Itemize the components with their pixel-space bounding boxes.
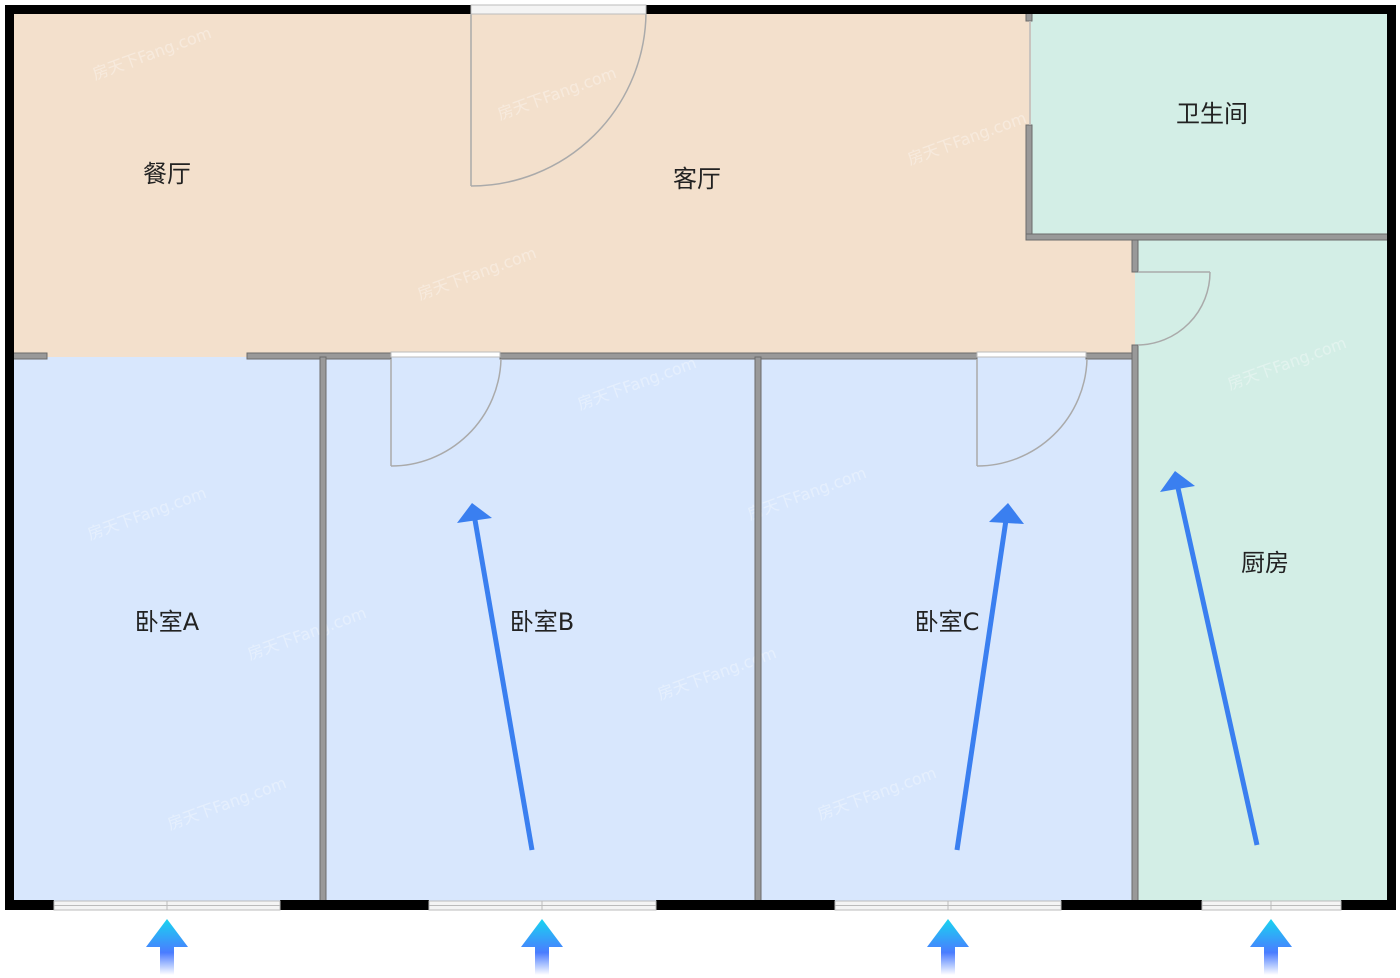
- flow-arrows: [457, 471, 1260, 851]
- room-label-living: 客厅: [673, 165, 721, 193]
- bedroom-b-area: [323, 357, 758, 902]
- bedroom-a-area: [13, 357, 323, 902]
- kitchen-door: [1137, 271, 1211, 346]
- room-label-kitchen: 厨房: [1241, 549, 1289, 577]
- flow-arrow-bedroom-b: [457, 503, 535, 851]
- bedroom-c-door: [976, 358, 1088, 467]
- sunlight-arrow-icon: [1250, 919, 1292, 975]
- room-label-bedroom-c: 卧室C: [915, 608, 980, 636]
- room-label-bathroom: 卫生间: [1176, 100, 1248, 128]
- entry-door: [470, 12, 647, 187]
- windows: [53, 4, 1342, 911]
- sunlight-arrow-icon: [521, 919, 563, 975]
- kitchen-area: [1135, 237, 1388, 902]
- flow-arrow-bedroom-c: [954, 503, 1024, 851]
- flow-arrow-kitchen: [1160, 471, 1260, 846]
- bathroom-area: [1031, 13, 1388, 237]
- sunlight-arrows: [146, 919, 1292, 975]
- living-dining-area: [13, 13, 1135, 357]
- bedroom-b-door: [390, 358, 502, 467]
- sunlight-arrow-icon: [146, 919, 188, 975]
- room-label-bedroom-a: 卧室A: [135, 608, 200, 636]
- exterior-walls: [5, 5, 1396, 910]
- bedroom-c-area: [758, 357, 1135, 902]
- interior-walls: [12, 12, 1389, 903]
- room-label-dining: 餐厅: [143, 160, 191, 188]
- doors: [390, 12, 1211, 467]
- room-label-bedroom-b: 卧室B: [510, 608, 574, 636]
- sunlight-arrow-icon: [927, 919, 969, 975]
